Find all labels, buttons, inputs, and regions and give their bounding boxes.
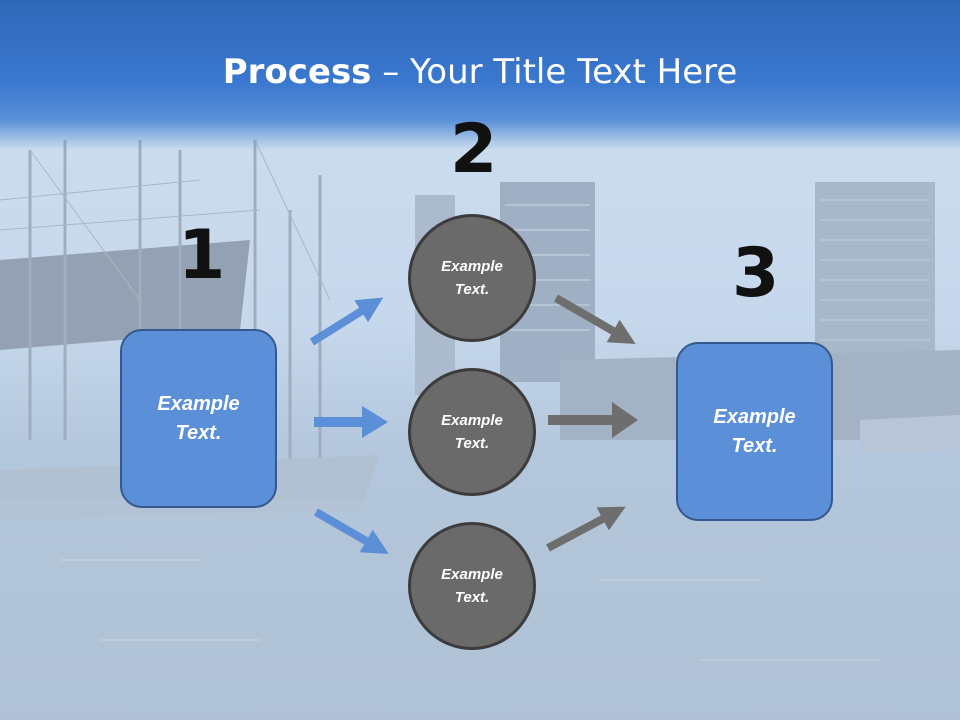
circle-top-label: Example Text. <box>441 258 503 298</box>
right-box-label: Example Text. <box>713 405 796 457</box>
step-number-3: 3 <box>732 234 780 313</box>
circle-top[interactable]: Example Text. <box>408 214 536 342</box>
left-box-label: Example Text. <box>157 392 240 444</box>
circle-bottom-label: Example Text. <box>441 566 503 606</box>
arrow-blue-right <box>314 406 388 438</box>
left-example-box[interactable]: Example Text. <box>120 329 277 508</box>
right-example-box[interactable]: Example Text. <box>676 342 833 521</box>
arrow-blue-down <box>314 508 389 554</box>
title-bold: Process <box>222 52 372 92</box>
circle-bottom[interactable]: Example Text. <box>408 522 536 650</box>
circle-middle-label: Example Text. <box>441 412 503 452</box>
arrow-gray-down <box>554 294 636 344</box>
title-bar <box>0 0 960 150</box>
circle-middle[interactable]: Example Text. <box>408 368 536 496</box>
title-rest: – Your Title Text Here <box>371 52 738 92</box>
arrow-gray-right <box>548 402 638 438</box>
slide-title[interactable]: Process – Your Title Text Here <box>0 52 960 92</box>
step-number-1: 1 <box>178 216 226 295</box>
arrow-gray-up <box>546 506 626 552</box>
step-number-2: 2 <box>450 110 498 189</box>
arrow-blue-up <box>309 297 384 346</box>
